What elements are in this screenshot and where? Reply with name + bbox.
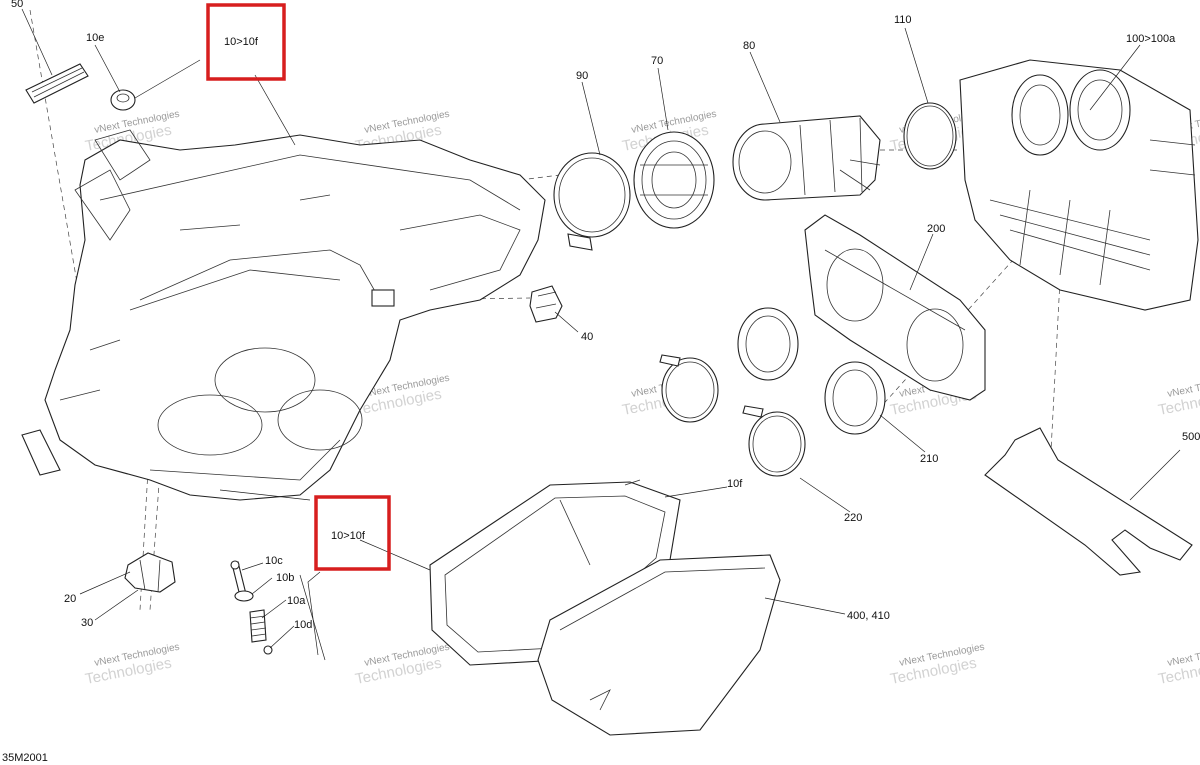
callout-110: 110 — [894, 14, 912, 26]
part-80-duct — [732, 115, 881, 201]
part-90-clamp — [553, 152, 631, 251]
leader-lines — [21, 8, 1181, 661]
part-50-decal — [25, 63, 89, 104]
watermark: vNext Technologies Technologies — [1157, 642, 1200, 688]
callout-100: 100>100a — [1126, 33, 1176, 45]
part-100-adapter-housing — [959, 59, 1199, 311]
highlight-boxes — [206, 3, 391, 571]
part-10-silencer-housing — [21, 129, 546, 501]
callout-70: 70 — [651, 55, 663, 67]
callout-220: 220 — [844, 512, 862, 524]
callout-400-410: 400, 410 — [847, 610, 890, 622]
part-10f-filter-frame — [429, 479, 681, 666]
hardware-parts — [124, 552, 273, 655]
callout-80: 80 — [743, 40, 755, 52]
part-70-adapter — [633, 131, 715, 229]
part-400-410-air-filter — [537, 554, 781, 736]
part-110-o-ring — [903, 102, 957, 170]
callout-10c: 10c — [265, 555, 283, 567]
callout-10a: 10a — [287, 595, 306, 607]
watermark: vNext Technologies Technologies — [354, 642, 451, 688]
watermark: vNext Technologies Technologies — [84, 642, 181, 688]
watermark: vNext Technologies Technologies — [889, 642, 986, 688]
callout-10e: 10e — [86, 32, 104, 44]
callout-210: 210 — [920, 453, 938, 465]
callout-200: 200 — [927, 223, 945, 235]
callout-10d: 10d — [294, 619, 312, 631]
callout-10-bottom: 10>10f — [331, 530, 366, 542]
figure-code: 35M2001 — [2, 752, 48, 764]
callout-10-top: 10>10f — [224, 36, 259, 48]
callout-90: 90 — [576, 70, 588, 82]
callout-50: 50 — [11, 0, 23, 10]
callout-10b: 10b — [276, 572, 294, 584]
part-500-foam-pad — [984, 427, 1193, 576]
part-210-couplers — [737, 307, 886, 435]
part-10e-grommet — [110, 89, 136, 111]
callout-10f: 10f — [727, 478, 743, 490]
callout-500: 500 — [1182, 431, 1200, 443]
callout-20: 20 — [64, 593, 76, 605]
highlight-box-top — [206, 3, 286, 81]
part-40-clip — [529, 285, 563, 323]
watermark: vNext Technologies Technologies — [1157, 373, 1200, 419]
callout-30: 30 — [81, 617, 93, 629]
part-220-clamps — [659, 354, 806, 477]
highlight-box-bottom — [314, 495, 391, 571]
callout-40: 40 — [581, 331, 593, 343]
part-200-spacer-plate — [804, 214, 986, 401]
